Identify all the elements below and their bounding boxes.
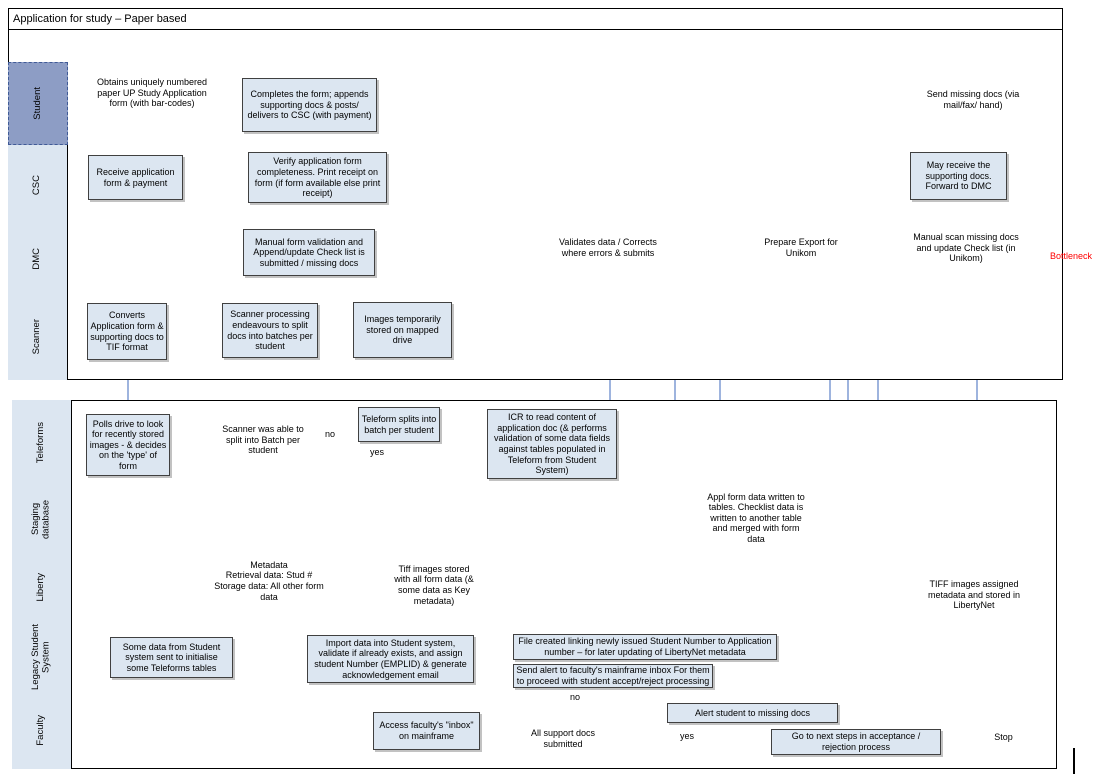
band1-frame [8, 8, 1063, 380]
node-scan-converts[interactable]: Converts Application form & supporting d… [87, 303, 167, 360]
lane-label-scanner-text: Scanner [31, 318, 43, 355]
node-fac-alert[interactable]: Alert student to missing docs [667, 703, 838, 723]
node-text: Verify application form completeness. Pr… [254, 156, 381, 199]
node-text: Completes the form; appends supporting d… [247, 89, 372, 121]
node-ls-file-created[interactable]: File created linking newly issued Studen… [513, 634, 777, 660]
node-text: Send alert to faculty's mainframe inbox … [516, 665, 710, 686]
node-tf-polls[interactable]: Polls drive to look for recently stored … [86, 414, 170, 476]
node-text: Scanner processing endeavours to split d… [227, 309, 313, 352]
node-tf-icr[interactable]: ICR to read content of application doc (… [487, 409, 617, 479]
node-scan-images[interactable]: Images temporarily stored on mapped driv… [353, 302, 452, 358]
node-fac-access[interactable]: Access faculty's "inbox" on mainframe [373, 712, 480, 750]
node-text: May receive the supporting docs. Forward… [925, 160, 992, 192]
node-fac-goto[interactable]: Go to next steps in acceptance / rejecti… [771, 729, 941, 755]
lane-label-teleforms[interactable]: Teleforms [12, 400, 72, 485]
lane-label-scanner[interactable]: Scanner [8, 293, 68, 380]
lane-label-staging-database-text: Staging database [30, 499, 52, 539]
lane-label-faculty[interactable]: Faculty [12, 692, 72, 769]
node-text: Images temporarily stored on mapped driv… [364, 314, 441, 346]
text-caret [1073, 748, 1075, 774]
node-csc-may-receive[interactable]: May receive the supporting docs. Forward… [910, 152, 1007, 200]
node-dmc-manual-validation[interactable]: Manual form validation and Append/update… [243, 229, 375, 276]
lane-label-liberty[interactable]: Liberty [12, 553, 72, 622]
lane-label-legacy-student-system-text: Legacy Student System [30, 623, 52, 691]
node-text: Alert student to missing docs [694, 707, 811, 718]
node-text: Go to next steps in acceptance / rejecti… [791, 731, 921, 752]
node-text: Receive application form & payment [96, 166, 175, 188]
node-tf-splits[interactable]: Teleform splits into batch per student [358, 407, 440, 442]
lane-label-faculty-text: Faculty [35, 715, 47, 746]
diagram-title: Application for study – Paper based [13, 12, 187, 25]
node-ls-some-data[interactable]: Some data from Student system sent to in… [110, 637, 233, 678]
lane-label-dmc[interactable]: DMC [8, 225, 68, 293]
node-text: Teleform splits into batch per student [361, 413, 437, 435]
node-text: Polls drive to look for recently stored … [89, 418, 167, 471]
lane-label-legacy-student-system[interactable]: Legacy Student System [12, 622, 72, 692]
edge-label-yes-faculty: yes [680, 731, 695, 741]
node-ls-send-alert[interactable]: Send alert to faculty's mainframe inbox … [513, 664, 713, 688]
edge-label-yes-teleforms: yes [370, 447, 385, 457]
lane-label-student-text: Student [31, 87, 43, 120]
node-text: ICR to read content of application doc (… [493, 412, 611, 476]
edge-label-no-faculty: no [570, 692, 581, 702]
node-csc-receive[interactable]: Receive application form & payment [88, 155, 183, 200]
lane-label-student[interactable]: Student [8, 62, 68, 145]
bottleneck-annotation: Bottleneck [1050, 251, 1093, 261]
node-text: File created linking newly issued Studen… [518, 636, 772, 657]
node-scan-split[interactable]: Scanner processing endeavours to split d… [222, 303, 318, 358]
node-text: Access faculty's "inbox" on mainframe [379, 720, 474, 741]
lane-label-staging-database[interactable]: Staging database [12, 485, 72, 553]
node-student-completes[interactable]: Completes the form; appends supporting d… [242, 78, 377, 132]
lane-label-teleforms-text: Teleforms [35, 421, 47, 464]
node-text: Import data into Student system, validat… [314, 637, 467, 680]
node-ls-import[interactable]: Import data into Student system, validat… [307, 635, 474, 683]
edge-label-no-teleforms: no [325, 429, 336, 439]
node-text: Some data from Student system sent to in… [122, 641, 221, 673]
node-text: Converts Application form & supporting d… [90, 310, 164, 353]
lane-label-liberty-text: Liberty [35, 573, 47, 602]
lane-label-csc[interactable]: CSC [8, 145, 68, 225]
node-csc-verify[interactable]: Verify application form completeness. Pr… [248, 152, 387, 203]
lane-label-csc-text: CSC [31, 174, 43, 196]
node-text: Manual form validation and Append/update… [253, 236, 365, 268]
lane-label-dmc-text: DMC [31, 248, 43, 270]
diagram-title-bar: Application for study – Paper based [8, 8, 1063, 30]
